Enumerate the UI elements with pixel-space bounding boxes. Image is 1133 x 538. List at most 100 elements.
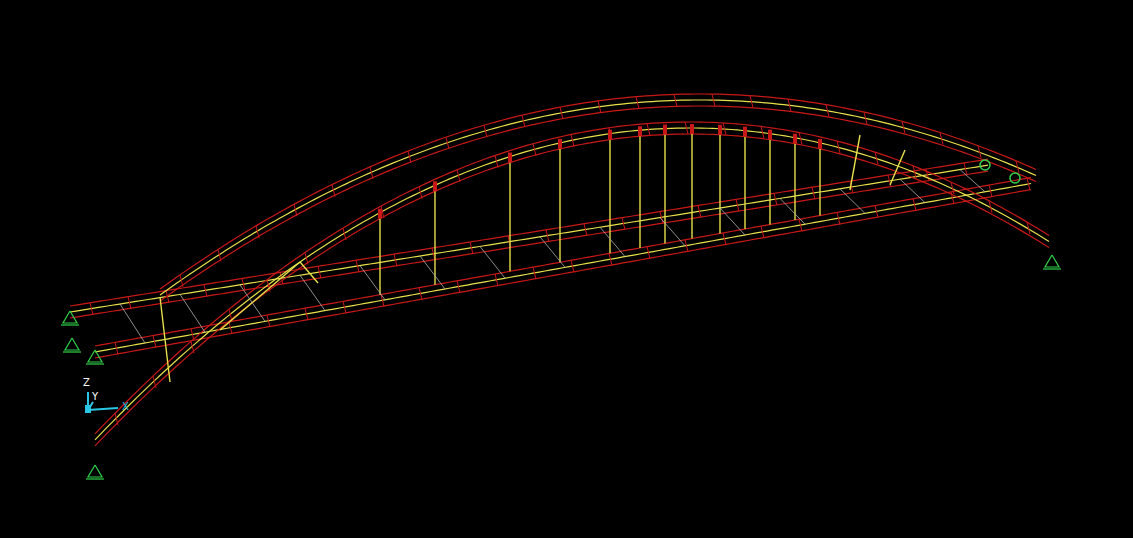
deck-girder <box>95 178 1031 358</box>
section-tick <box>370 167 373 179</box>
hanger <box>509 163 510 272</box>
section-tick <box>153 336 156 348</box>
section-tick <box>712 94 715 106</box>
section-tick <box>647 124 650 136</box>
section-tick <box>356 260 359 272</box>
section-tick <box>571 260 574 272</box>
brace <box>160 297 170 382</box>
deck-girder <box>70 159 988 318</box>
joint-mark <box>378 209 382 219</box>
section-tick <box>294 204 297 216</box>
section-tick <box>446 137 449 149</box>
section-tick <box>218 249 221 261</box>
section-tick <box>457 281 460 293</box>
member-extrude <box>70 171 988 318</box>
roller-support <box>1010 173 1020 183</box>
section-tick <box>812 187 815 199</box>
section-tick <box>913 199 916 211</box>
cross-beam <box>360 266 385 300</box>
section-tick <box>115 413 118 425</box>
section-tick <box>571 134 574 146</box>
section-tick <box>470 242 473 254</box>
section-tick <box>875 206 878 218</box>
section-tick <box>989 185 992 197</box>
section-tick <box>750 96 753 108</box>
cross-beam <box>300 275 325 310</box>
joint-mark <box>508 153 512 163</box>
section-tick <box>788 99 791 111</box>
section-tick <box>940 133 943 145</box>
pin-support <box>86 465 104 479</box>
joint-mark <box>690 124 694 134</box>
joint-mark <box>793 134 797 144</box>
section-tick <box>229 322 232 334</box>
cross-beam <box>900 179 925 202</box>
hanger <box>379 219 380 295</box>
section-tick <box>305 253 308 265</box>
cross-beam <box>840 189 865 214</box>
section-tick <box>533 144 536 156</box>
section-tick <box>736 199 739 211</box>
section-tick <box>902 121 905 133</box>
joint-mark <box>638 126 642 136</box>
brace <box>220 262 300 330</box>
hanger <box>794 144 795 220</box>
section-tick <box>584 224 587 236</box>
pin-support <box>86 350 104 364</box>
section-tick <box>647 247 650 259</box>
joint-mark <box>743 127 747 137</box>
section-tick <box>1027 178 1030 190</box>
section-tick <box>180 275 183 287</box>
section-tick <box>332 185 335 197</box>
hanger <box>559 149 560 262</box>
cross-beam <box>180 294 205 332</box>
cross-beam <box>960 170 985 192</box>
section-tick <box>318 266 321 278</box>
section-tick <box>343 228 346 240</box>
cross-beam <box>780 198 805 224</box>
section-tick <box>685 240 688 252</box>
section-tick <box>153 376 156 388</box>
section-tick <box>522 115 525 127</box>
axis-label: Z <box>83 378 90 388</box>
section-tick <box>419 187 422 199</box>
section-tick <box>723 123 726 135</box>
pin-support <box>61 311 79 325</box>
joint-mark <box>818 139 822 149</box>
arch-rib <box>95 122 1049 446</box>
section-tick <box>1027 222 1030 234</box>
cross-beam <box>660 218 685 246</box>
joint-mark <box>768 130 772 140</box>
hanger <box>744 137 745 229</box>
section-tick <box>622 218 625 230</box>
section-tick <box>913 166 916 178</box>
member-extrude <box>70 159 988 306</box>
member-centerline <box>95 128 1049 440</box>
hanger <box>609 140 610 254</box>
section-tick <box>343 301 346 313</box>
pin-support <box>63 338 81 352</box>
section-tick <box>951 182 954 194</box>
brace <box>890 150 905 185</box>
joint-mark <box>718 125 722 135</box>
joint-mark <box>433 181 437 191</box>
axis-label: X <box>122 402 129 412</box>
hanger <box>719 135 720 234</box>
hanger <box>434 191 435 285</box>
section-tick <box>495 156 498 168</box>
hanger <box>769 140 770 225</box>
section-tick <box>533 267 536 279</box>
section-tick <box>609 128 612 140</box>
section-tick <box>1016 161 1019 173</box>
member-extrude <box>95 190 1031 358</box>
section-tick <box>799 132 802 144</box>
section-tick <box>761 126 764 138</box>
section-tick <box>204 285 207 297</box>
axis-triad <box>85 392 118 413</box>
section-tick <box>636 97 639 109</box>
hanger <box>639 136 640 248</box>
joint-mark <box>558 139 562 149</box>
section-tick <box>408 151 411 163</box>
